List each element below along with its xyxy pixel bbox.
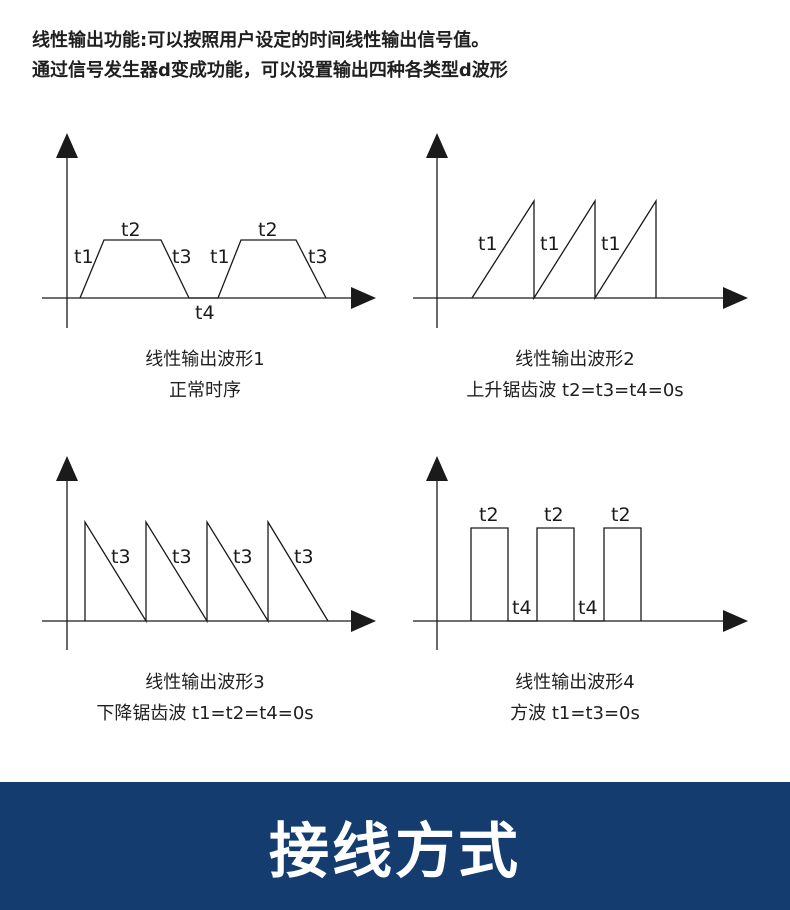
y-axis-arrow: [426, 456, 448, 481]
waveform-4-caption: 线性输出波形4 方波 t1=t3=0s: [410, 667, 740, 729]
section-banner: 接线方式: [0, 782, 790, 910]
label-t2: t2: [121, 219, 141, 241]
label-t3: t3: [233, 546, 253, 568]
label-t2: t2: [258, 219, 278, 241]
label-t2: t2: [611, 504, 631, 526]
label-t3: t3: [172, 546, 192, 568]
rising-sawtooth-waveform: [471, 198, 657, 301]
caption-subtitle: 方波 t1=t3=0s: [510, 703, 640, 724]
label-t4: t4: [195, 302, 215, 324]
y-axis-arrow: [56, 456, 78, 481]
caption-title: 线性输出波形1: [145, 349, 265, 370]
caption-title: 线性输出波形2: [515, 349, 635, 370]
y-axis-arrow: [56, 133, 78, 158]
label-t2: t2: [544, 504, 564, 526]
x-axis-arrow: [351, 287, 376, 309]
waveform-2-svg: t1 t1 t1: [413, 133, 748, 328]
waveform-4-svg: t2 t2 t2 t4 t4: [413, 456, 748, 650]
label-t3: t3: [172, 246, 192, 268]
intro-line-2: 通过信号发生器d变成功能，可以设置输出四种各类型d波形: [32, 60, 508, 81]
label-t2: t2: [479, 504, 499, 526]
label-t1: t1: [74, 246, 94, 268]
caption-subtitle: 正常时序: [169, 380, 241, 401]
label-t3: t3: [294, 546, 314, 568]
label-t3: t3: [111, 546, 131, 568]
trapezoid-waveform: [79, 239, 327, 299]
section-title: 接线方式: [269, 816, 521, 887]
caption-title: 线性输出波形3: [145, 672, 265, 693]
x-axis-arrow: [723, 287, 748, 309]
intro-text: 线性输出功能:可以按照用户设定的时间线性输出信号值。 通过信号发生器d变成功能，…: [32, 26, 772, 86]
label-t3: t3: [308, 246, 328, 268]
square-waveform: [470, 527, 642, 622]
falling-sawtooth-waveform: [84, 519, 329, 624]
caption-subtitle: 上升锯齿波 t2=t3=t4=0s: [466, 380, 684, 401]
label-t1: t1: [478, 233, 498, 255]
caption-title: 线性输出波形4: [515, 672, 635, 693]
waveform-1-svg: t1 t2 t3 t4 t1 t2 t3: [42, 133, 376, 328]
x-axis-arrow: [723, 610, 748, 632]
y-axis-arrow: [426, 133, 448, 158]
label-t1: t1: [210, 246, 230, 268]
label-t4: t4: [512, 597, 532, 619]
label-t1: t1: [601, 233, 621, 255]
label-t4: t4: [578, 597, 598, 619]
intro-line-1: 线性输出功能:可以按照用户设定的时间线性输出信号值。: [32, 30, 490, 51]
waveform-1-caption: 线性输出波形1 正常时序: [40, 344, 370, 406]
waveform-3-caption: 线性输出波形3 下降锯齿波 t1=t2=t4=0s: [40, 667, 370, 729]
x-axis-arrow: [351, 610, 376, 632]
caption-subtitle: 下降锯齿波 t1=t2=t4=0s: [96, 703, 314, 724]
waveform-2-caption: 线性输出波形2 上升锯齿波 t2=t3=t4=0s: [410, 344, 740, 406]
waveform-3-svg: t3 t3 t3 t3: [42, 456, 376, 650]
label-t1: t1: [540, 233, 560, 255]
